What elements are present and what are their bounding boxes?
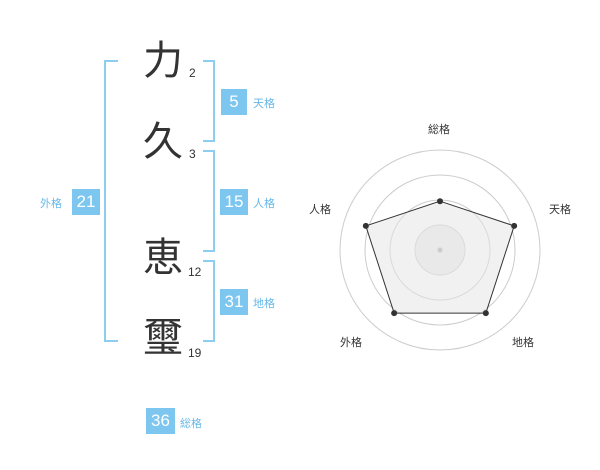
tenkaku-label: 天格	[253, 97, 275, 110]
radar-point-0	[437, 198, 443, 205]
radar-label-gaikaku: 外格	[340, 336, 362, 349]
chikaku-bracket	[203, 260, 215, 342]
tenkaku-bracket	[203, 60, 215, 142]
radar-label-tenkaku: 天格	[549, 203, 571, 216]
radar-label-jinkaku: 人格	[309, 203, 331, 216]
name-char-3: 恵	[143, 235, 183, 281]
chikaku-label: 地格	[253, 297, 275, 310]
name-char-4: 璽	[143, 315, 183, 361]
radar-point-4	[362, 222, 369, 229]
jinkaku-badge: 15	[220, 189, 248, 215]
gaikaku-bracket	[104, 60, 118, 342]
stroke-count-4: 19	[188, 346, 202, 360]
jinkaku-label: 人格	[253, 197, 275, 210]
name-char-2: 久	[143, 119, 183, 165]
radar-point-2	[482, 310, 489, 317]
jinkaku-bracket	[203, 150, 215, 252]
sokaku-badge: 36	[146, 408, 175, 434]
radar-center	[437, 247, 443, 253]
name-char-1: 力	[143, 38, 183, 84]
radar-label-chikaku: 地格	[512, 336, 534, 349]
stroke-count-3: 12	[188, 265, 202, 279]
radar-polygon	[365, 200, 515, 314]
radar-point-1	[511, 222, 518, 229]
stroke-count-1: 2	[189, 66, 196, 80]
sokaku-label: 総格	[180, 417, 202, 430]
tenkaku-badge: 5	[221, 89, 247, 115]
radar-point-3	[391, 310, 398, 317]
gaikaku-label: 外格	[40, 197, 62, 210]
stroke-count-2: 3	[189, 147, 196, 161]
radar-label-sokaku: 総格	[428, 123, 450, 136]
gaikaku-badge: 21	[72, 189, 100, 215]
chikaku-badge: 31	[220, 289, 248, 315]
